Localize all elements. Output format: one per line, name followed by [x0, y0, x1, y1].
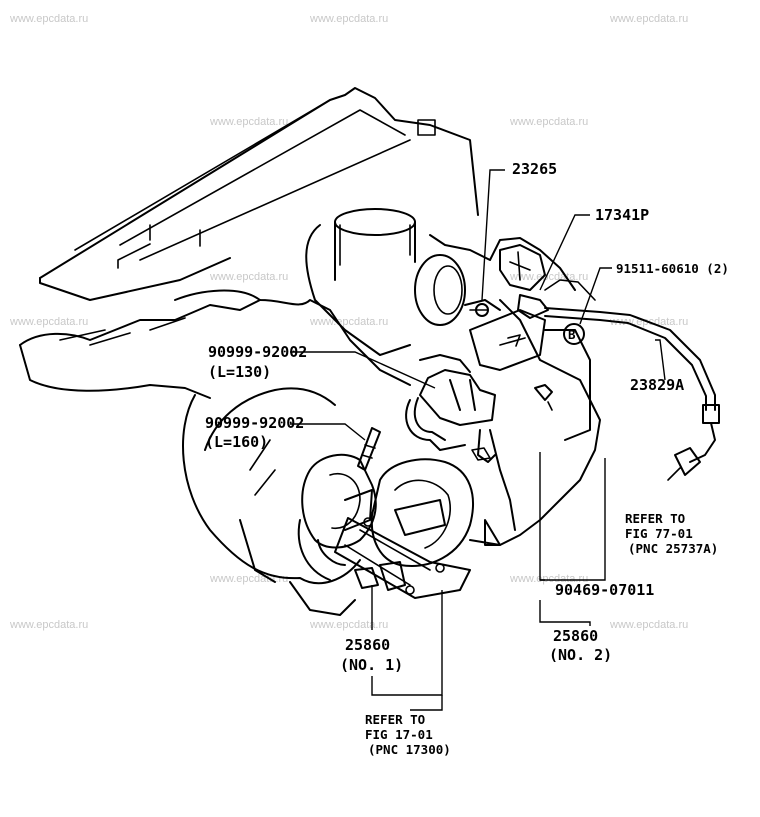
part-number-91511-60610[interactable]: 91511-60610 (2) — [616, 261, 729, 276]
part-no1-label: (NO. 1) — [340, 656, 403, 674]
reference-notes: REFER TO FIG 77-01 (PNC 25737A) REFER TO… — [365, 511, 718, 757]
part-length-160: (L=160) — [205, 433, 268, 451]
watermark-text: www.epcdata.ru — [609, 619, 688, 631]
part-number-90999-92002-b[interactable]: 90999-92002 — [205, 414, 304, 432]
part-length-130: (L=130) — [208, 363, 271, 381]
ref-77-line3: (PNC 25737A) — [628, 541, 718, 556]
ref-77-line2[interactable]: FIG 77-01 — [625, 526, 693, 541]
watermark-text: www.epcdata.ru — [209, 271, 288, 283]
part-number-90469-07011[interactable]: 90469-07011 — [555, 581, 654, 599]
marker-b: B — [568, 327, 576, 342]
engine-block-drawing — [39, 87, 479, 301]
part-number-25860-no1[interactable]: 25860 — [345, 636, 390, 654]
part-no2-label: (NO. 2) — [549, 646, 612, 664]
watermark-layer: www.epcdata.ru www.epcdata.ru www.epcdat… — [9, 13, 688, 631]
part-number-17341P[interactable]: 17341P — [595, 206, 649, 224]
watermark-text: www.epcdata.ru — [309, 316, 388, 328]
part-number-23829A[interactable]: 23829A — [630, 376, 684, 394]
watermark-text: www.epcdata.ru — [509, 573, 588, 585]
watermark-text: www.epcdata.ru — [209, 116, 288, 128]
watermark-text: www.epcdata.ru — [309, 619, 388, 631]
watermark-text: www.epcdata.ru — [309, 13, 388, 25]
ref-17-line3: (PNC 17300) — [368, 742, 451, 757]
ref-17-line2[interactable]: FIG 17-01 — [365, 727, 433, 742]
watermark-text: www.epcdata.ru — [209, 573, 288, 585]
watermark-text: www.epcdata.ru — [509, 116, 588, 128]
part-number-25860-no2[interactable]: 25860 — [553, 627, 598, 645]
turbocharger-drawing: B — [19, 208, 720, 616]
part-number-23265[interactable]: 23265 — [512, 160, 557, 178]
leader-lines — [290, 169, 666, 711]
watermark-text: www.epcdata.ru — [609, 13, 688, 25]
part-number-90999-92002-a[interactable]: 90999-92002 — [208, 343, 307, 361]
ref-17-line1: REFER TO — [365, 712, 425, 727]
callout-labels: 23265 17341P 91511-60610 (2) 23829A 9099… — [205, 160, 729, 674]
ref-77-line1: REFER TO — [625, 511, 685, 526]
watermark-text: www.epcdata.ru — [9, 619, 88, 631]
watermark-text: www.epcdata.ru — [9, 316, 88, 328]
watermark-text: www.epcdata.ru — [9, 13, 88, 25]
